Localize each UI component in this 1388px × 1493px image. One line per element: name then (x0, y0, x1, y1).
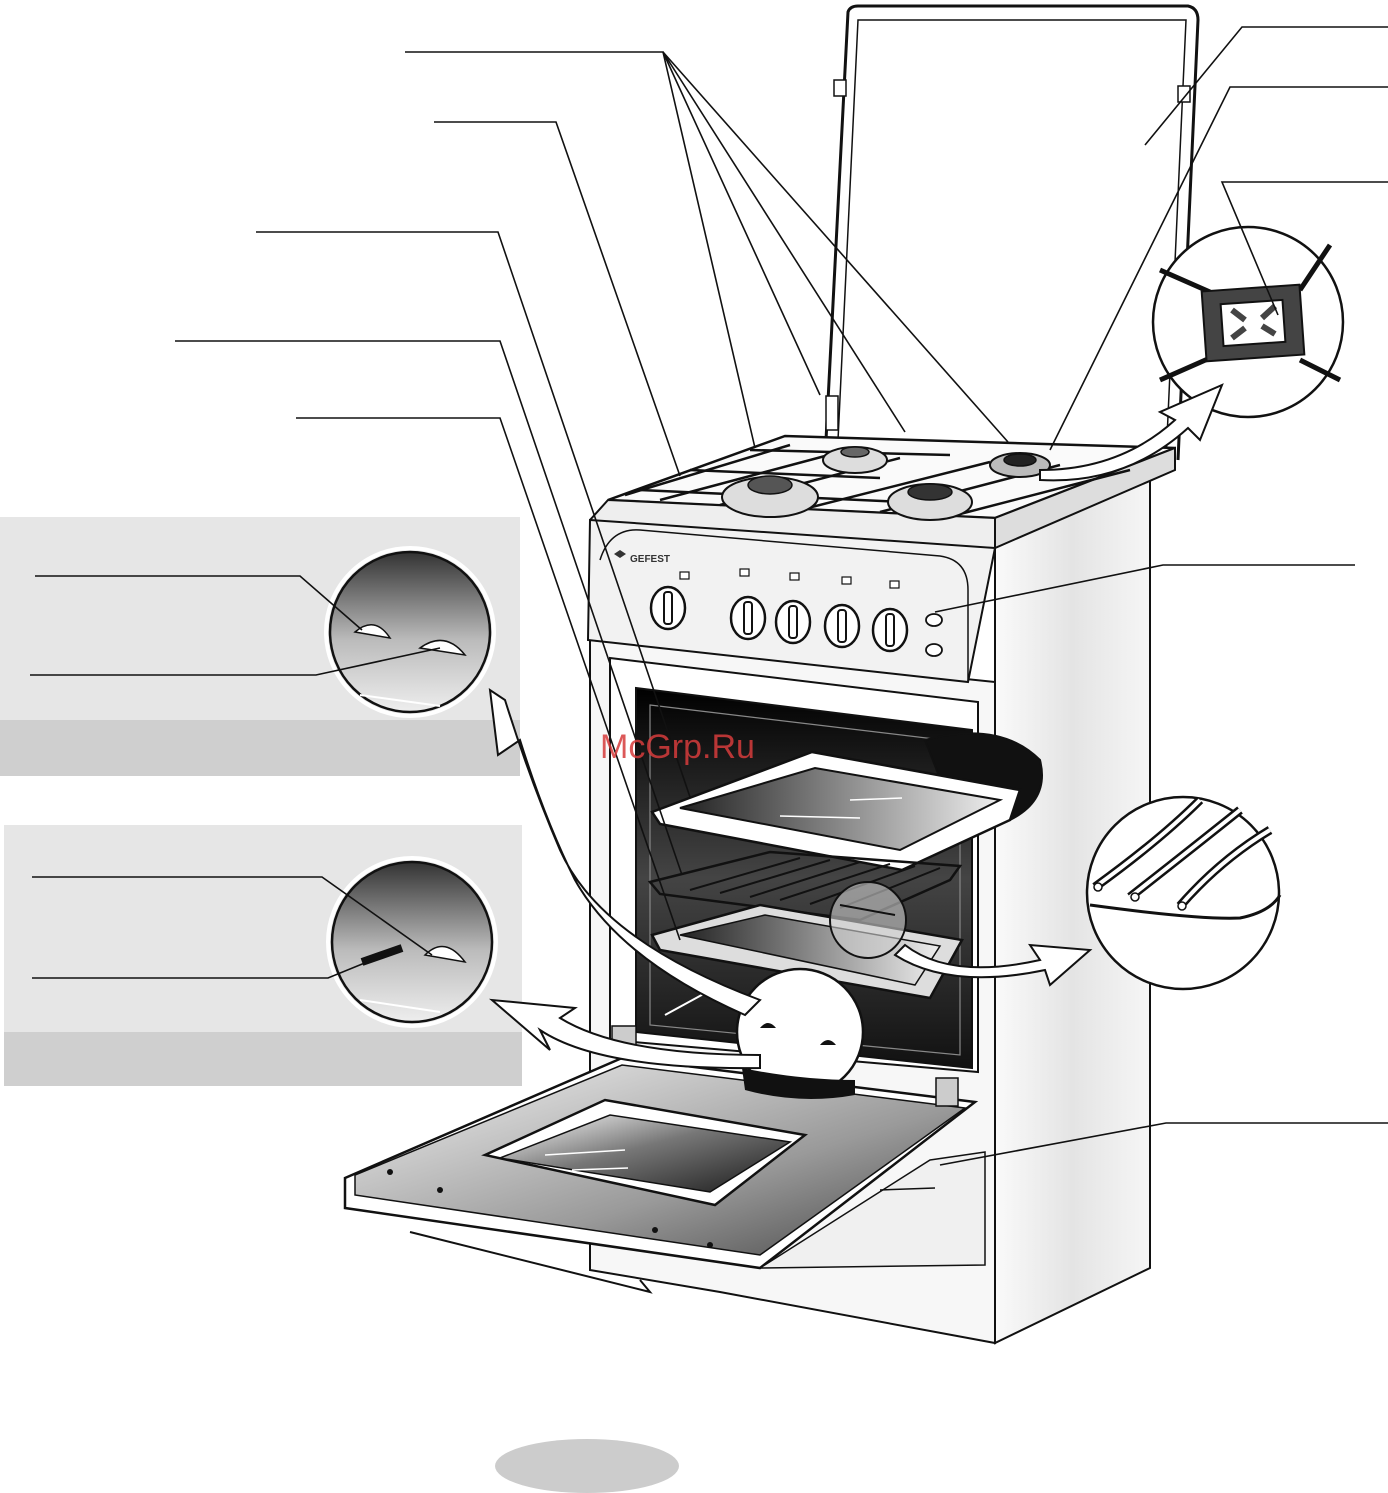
baking-tray (650, 750, 1022, 872)
hob-lid (824, 4, 1200, 461)
arrow-to-rail-circle (893, 943, 1093, 987)
control-knobs (649, 568, 943, 657)
zoom-circle-grate (1151, 225, 1345, 419)
oven-door (343, 1025, 979, 1294)
burner-rear-right (989, 452, 1051, 478)
brand-name: GEFEST (630, 554, 670, 565)
burner-front-left (721, 475, 819, 518)
arrow-to-grate-circle (1039, 383, 1224, 482)
zoom-circle-small-rack (829, 881, 907, 959)
burner-knob-1 (729, 595, 767, 641)
leader-lines (30, 26, 1388, 1166)
brand-logo: GEFEST (614, 550, 670, 565)
arrow-to-upper-circle (488, 687, 762, 1017)
ignition-buttons (925, 613, 943, 657)
storage-drawer (757, 1151, 986, 1269)
knob-symbol-icons (679, 568, 900, 589)
zoom-circle-door-guides (735, 967, 865, 1099)
burner-knob-3 (823, 603, 861, 649)
page-marker (495, 1439, 679, 1493)
wire-rack (647, 850, 963, 922)
burner-front-right (887, 483, 973, 521)
zoom-circle-lower (326, 856, 498, 1028)
watermark-text: McGrp.Ru (600, 728, 755, 766)
arrow-to-lower-circle (488, 998, 761, 1070)
zoom-circle-rail (1085, 795, 1282, 991)
zoom-circle-upper (324, 546, 496, 718)
burner-knob-4 (871, 607, 909, 653)
burner-rear-left (822, 446, 888, 474)
burner-knob-2 (774, 599, 812, 645)
oven-knob (649, 585, 687, 631)
